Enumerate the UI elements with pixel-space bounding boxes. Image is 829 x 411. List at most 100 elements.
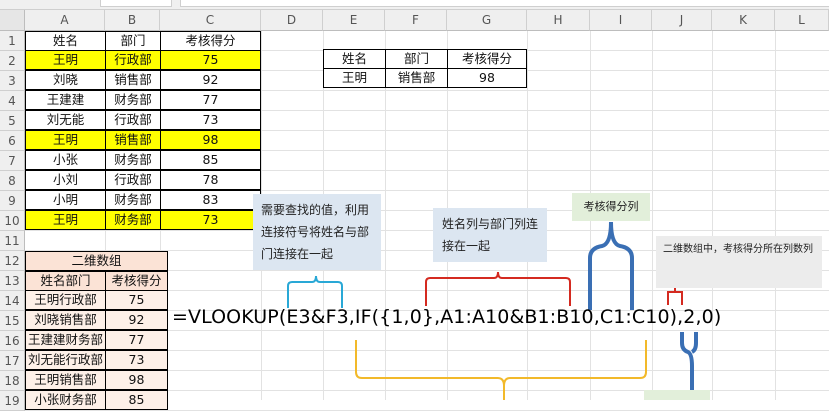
column-header-e[interactable]: E: [323, 10, 385, 31]
main-cell[interactable]: 92: [160, 70, 261, 90]
lookup-value-department[interactable]: 销售部: [385, 68, 448, 88]
main-cell[interactable]: 财务部: [105, 210, 161, 230]
main-cell[interactable]: 77: [160, 90, 261, 110]
column-header-i[interactable]: I: [590, 10, 652, 31]
main-cell[interactable]: 王明: [25, 50, 106, 70]
row-header-9[interactable]: 9: [0, 191, 25, 211]
row-header-10[interactable]: 10: [0, 211, 25, 231]
grid-line: [25, 210, 829, 211]
main-cell[interactable]: 王明: [25, 130, 106, 150]
grid-line: [25, 130, 829, 131]
main-cell[interactable]: 王建建: [25, 90, 106, 110]
main-cell[interactable]: 行政部: [105, 170, 161, 190]
array-cell[interactable]: 王明销售部: [25, 370, 106, 390]
column-header-j[interactable]: J: [652, 10, 712, 31]
note-column-index: 二维数组中，考核得分所在列数列: [656, 236, 822, 288]
grid-line: [25, 250, 829, 251]
main-cell[interactable]: 销售部: [105, 70, 161, 90]
row-header-5[interactable]: 5: [0, 111, 25, 131]
main-cell[interactable]: 73: [160, 110, 261, 130]
row-header-15[interactable]: 15: [0, 311, 25, 331]
main-cell[interactable]: 83: [160, 190, 261, 210]
main-cell[interactable]: 销售部: [105, 130, 161, 150]
main-cell[interactable]: 小明: [25, 190, 106, 210]
main-cell[interactable]: 王明: [25, 210, 106, 230]
main-cell[interactable]: 行政部: [105, 110, 161, 130]
array-cell[interactable]: 73: [105, 350, 168, 370]
column-header-l[interactable]: L: [775, 10, 829, 31]
lookup-header-name[interactable]: 姓名: [323, 49, 386, 69]
array-cell[interactable]: 75: [105, 290, 168, 310]
main-cell[interactable]: 财务部: [105, 190, 161, 210]
main-cell[interactable]: 小刘: [25, 170, 106, 190]
grid-line: [25, 170, 829, 171]
array-cell[interactable]: 王明行政部: [25, 290, 106, 310]
main-cell[interactable]: 财务部: [105, 150, 161, 170]
row-header-1[interactable]: 1: [0, 31, 25, 51]
main-cell[interactable]: 73: [160, 210, 261, 230]
grid-line: [25, 230, 829, 231]
row-header-18[interactable]: 18: [0, 371, 25, 391]
row-header-6[interactable]: 6: [0, 131, 25, 151]
array-cell[interactable]: 85: [105, 390, 168, 410]
main-cell[interactable]: 行政部: [105, 50, 161, 70]
array-cell[interactable]: 刘无能行政部: [25, 350, 106, 370]
array-title[interactable]: 二维数组: [25, 251, 168, 271]
select-all-corner[interactable]: [0, 10, 25, 31]
column-header-c[interactable]: C: [160, 10, 261, 31]
column-header-k[interactable]: K: [712, 10, 775, 31]
row-header-19[interactable]: 19: [0, 391, 25, 411]
main-cell[interactable]: 98: [160, 130, 261, 150]
main-cell[interactable]: 刘晓: [25, 70, 106, 90]
brace-lookup-value: [287, 275, 343, 308]
main-cell[interactable]: 小张: [25, 150, 106, 170]
array-cell[interactable]: 92: [105, 310, 168, 330]
column-header-b[interactable]: B: [105, 10, 160, 31]
row-header-2[interactable]: 2: [0, 51, 25, 71]
main-cell[interactable]: 85: [160, 150, 261, 170]
note-join-columns: 姓名列与部门列连接在一起: [433, 208, 547, 262]
row-header-12[interactable]: 12: [0, 251, 25, 271]
row-header-7[interactable]: 7: [0, 151, 25, 171]
column-header-g[interactable]: G: [447, 10, 527, 31]
array-header-name-dept[interactable]: 姓名部门: [25, 271, 106, 291]
grid-line: [25, 150, 829, 151]
lookup-value-name[interactable]: 王明: [323, 68, 386, 88]
grid-line: [25, 190, 829, 191]
array-cell[interactable]: 77: [105, 330, 168, 350]
main-cell[interactable]: 刘无能: [25, 110, 106, 130]
main-cell[interactable]: 财务部: [105, 90, 161, 110]
row-header-17[interactable]: 17: [0, 351, 25, 371]
column-header-d[interactable]: D: [261, 10, 323, 31]
column-header-a[interactable]: A: [25, 10, 105, 31]
array-cell[interactable]: 98: [105, 370, 168, 390]
header-department[interactable]: 部门: [105, 31, 161, 51]
row-header-3[interactable]: 3: [0, 71, 25, 91]
main-cell[interactable]: 75: [160, 50, 261, 70]
row-header-11[interactable]: 11: [0, 231, 25, 251]
array-cell[interactable]: 小张财务部: [25, 390, 106, 410]
grid-line: [385, 31, 386, 400]
row-header-4[interactable]: 4: [0, 91, 25, 111]
main-cell[interactable]: 78: [160, 170, 261, 190]
row-header-14[interactable]: 14: [0, 291, 25, 311]
ribbon-strip: [0, 0, 829, 10]
lookup-value-score[interactable]: 98: [447, 68, 527, 88]
formula-text: =VLOOKUP(E3&F3,IF({1,0},A1:A10&B1:B10,C1…: [172, 306, 722, 328]
header-name[interactable]: 姓名: [25, 31, 106, 51]
column-header-f[interactable]: F: [385, 10, 447, 31]
formula-bar[interactable]: [180, 0, 829, 7]
brace-match-type: [680, 332, 698, 390]
array-cell[interactable]: 刘晓销售部: [25, 310, 106, 330]
row-header-8[interactable]: 8: [0, 171, 25, 191]
lookup-header-department[interactable]: 部门: [385, 49, 448, 69]
row-header-16[interactable]: 16: [0, 331, 25, 351]
array-cell[interactable]: 王建建财务部: [25, 330, 106, 350]
row-header-13[interactable]: 13: [0, 271, 25, 291]
sheet-tab[interactable]: [100, 0, 172, 7]
column-header-h[interactable]: H: [527, 10, 590, 31]
grid-line: [775, 31, 776, 400]
array-header-score[interactable]: 考核得分: [105, 271, 168, 291]
lookup-header-score[interactable]: 考核得分: [447, 49, 527, 69]
header-score[interactable]: 考核得分: [160, 31, 261, 51]
